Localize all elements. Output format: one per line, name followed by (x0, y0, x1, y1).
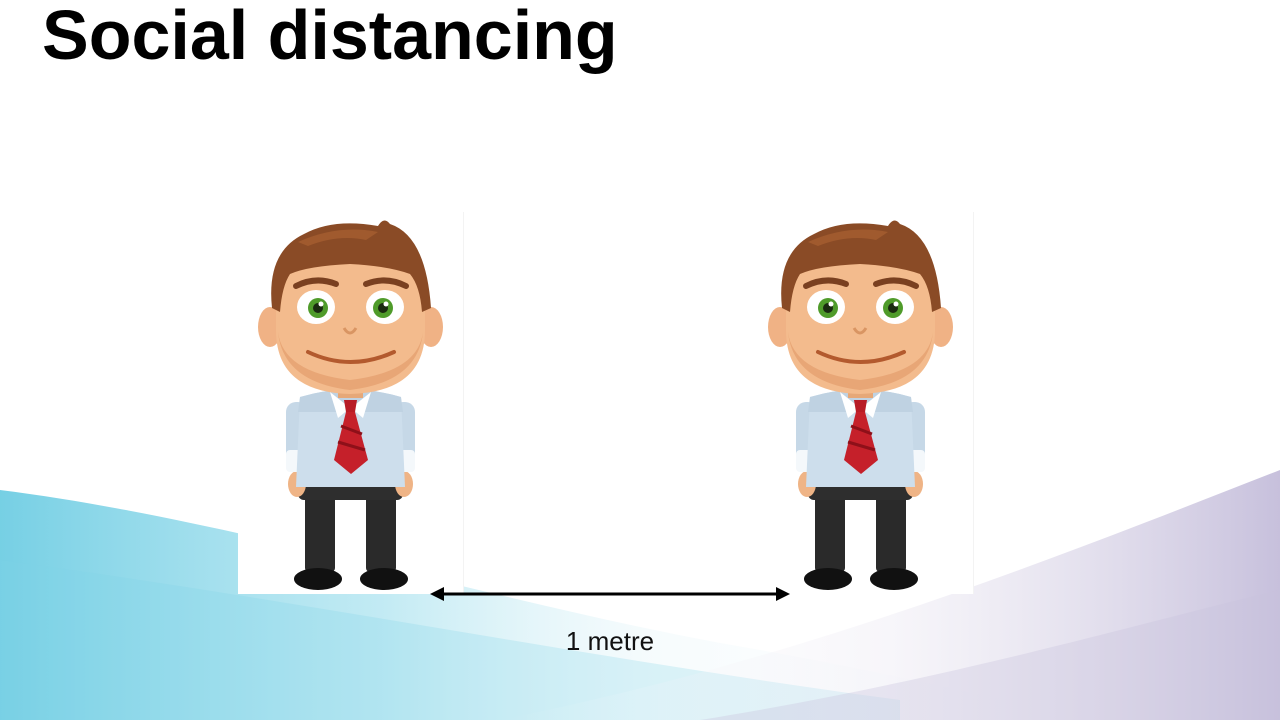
businessman-icon (768, 220, 953, 590)
person-left-panel (238, 212, 464, 594)
person-right-panel (748, 212, 974, 594)
slide-title: Social distancing (42, 0, 618, 74)
double-arrow-icon (430, 587, 790, 601)
distance-label: 1 metre (565, 626, 655, 656)
businessman-icon (258, 220, 443, 590)
